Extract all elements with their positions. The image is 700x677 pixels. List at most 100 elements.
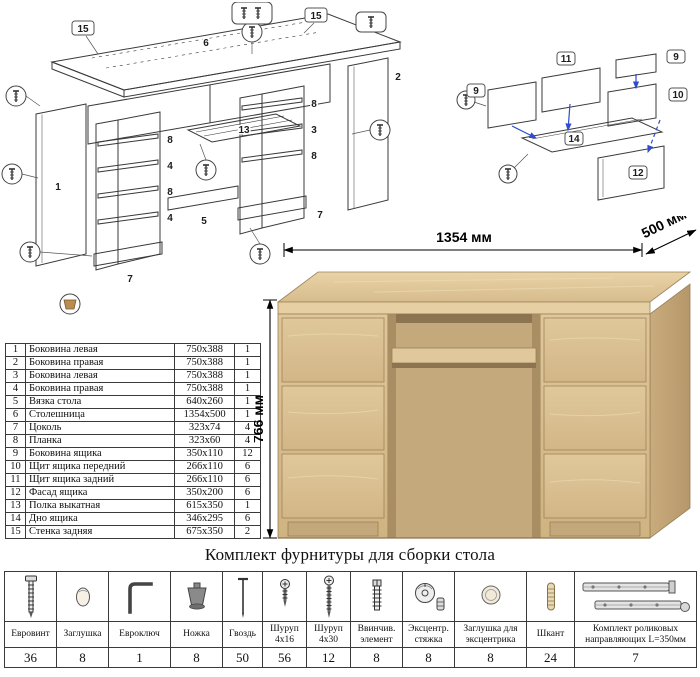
part-size: 350x200 bbox=[174, 486, 236, 500]
hardware-names-row: Евровинт Заглушка Евроключ Ножка Гвоздь … bbox=[4, 621, 697, 648]
dimension-depth: 500 мм bbox=[639, 216, 697, 255]
dimension-height: 766 мм bbox=[254, 299, 277, 539]
hardware-name: Заглушка для эксцентрика bbox=[454, 621, 527, 648]
part-label: 2 bbox=[395, 72, 401, 83]
part-label: 6 bbox=[203, 38, 209, 49]
hardware-name: Гвоздь bbox=[222, 621, 263, 648]
hardware-qty: 8 bbox=[454, 647, 527, 668]
part-number: 2 bbox=[5, 356, 26, 370]
part-number: 7 bbox=[5, 421, 26, 435]
part-number: 8 bbox=[5, 434, 26, 448]
hardware-qty: 56 bbox=[262, 647, 307, 668]
drawer-front bbox=[281, 453, 385, 519]
dimension-width: 1354 мм bbox=[283, 229, 643, 257]
hardware-qty: 50 bbox=[222, 647, 263, 668]
part-name: Щит ящика задний bbox=[24, 473, 176, 487]
part-label: 11 bbox=[561, 54, 572, 65]
left-plinth bbox=[287, 521, 379, 537]
part-label: 10 bbox=[672, 90, 684, 101]
part-size: 675x350 bbox=[174, 525, 236, 539]
part-label: 8 bbox=[167, 135, 173, 146]
part-name: Фасад ящика bbox=[24, 486, 176, 500]
part-label: 9 bbox=[473, 86, 479, 97]
drawer-callouts bbox=[456, 90, 529, 184]
hardware-icons-row bbox=[4, 571, 697, 622]
part-label: 13 bbox=[238, 125, 250, 136]
hardware-kit-table: Евровинт Заглушка Евроключ Ножка Гвоздь … bbox=[4, 571, 697, 668]
part-size: 323x74 bbox=[174, 421, 236, 435]
part-label: 15 bbox=[77, 24, 89, 35]
hardware-name: Евровинт bbox=[4, 621, 57, 648]
part-name: Полка выкатная bbox=[24, 499, 176, 513]
part-size: 350x110 bbox=[174, 447, 236, 461]
part-label: 8 bbox=[167, 187, 173, 198]
part-name: Боковина левая bbox=[24, 369, 176, 383]
hardware-section-title: Комплект фурнитуры для сборки стола bbox=[204, 545, 496, 564]
euro-screw-icon bbox=[24, 575, 37, 618]
part-name: Боковина левая bbox=[24, 343, 176, 357]
part-label: 1 bbox=[55, 182, 61, 193]
part-label: 8 bbox=[311, 99, 317, 110]
part-name: Боковина правая bbox=[24, 356, 176, 370]
part-size: 750x388 bbox=[174, 356, 236, 370]
hardware-qty: 8 bbox=[56, 647, 109, 668]
part-number: 12 bbox=[5, 486, 26, 500]
keyboard-tray bbox=[391, 347, 537, 364]
hardware-qty: 12 bbox=[306, 647, 351, 668]
part-name: Вязка стола bbox=[24, 395, 176, 409]
part-size: 323x60 bbox=[174, 434, 236, 448]
desk-right-side bbox=[649, 283, 691, 539]
part-number: 10 bbox=[5, 460, 26, 474]
screw-4x30-icon bbox=[323, 575, 334, 618]
nail-icon bbox=[237, 577, 248, 618]
part-qty: 2 bbox=[234, 525, 261, 539]
hardware-name: Шуруп 4x30 bbox=[306, 621, 351, 648]
part-size: 615x350 bbox=[174, 499, 236, 513]
drawer-front bbox=[281, 385, 385, 451]
hardware-qty: 1 bbox=[108, 647, 171, 668]
drawer-parts-outlines bbox=[487, 53, 665, 201]
part-number: 9 bbox=[5, 447, 26, 461]
part-label: 3 bbox=[311, 125, 317, 136]
part-name: Цоколь bbox=[24, 421, 176, 435]
dowel-icon bbox=[546, 582, 555, 610]
hardware-qty: 8 bbox=[350, 647, 403, 668]
part-label: 4 bbox=[167, 161, 173, 172]
dimension-height-label: 766 мм bbox=[254, 395, 266, 443]
drawer-assembly-diagram: 11 9 9 10 14 12 bbox=[456, 49, 688, 201]
part-number: 4 bbox=[5, 382, 26, 396]
part-number-labels: 15 6 15 1 2 8 4 8 4 7 13 8 3 8 7 5 bbox=[54, 7, 403, 287]
desk-body bbox=[276, 271, 692, 539]
part-number: 15 bbox=[5, 525, 26, 539]
screw-callout-box bbox=[231, 2, 273, 25]
cam-cap-icon bbox=[481, 585, 500, 604]
hardware-name: Ножка bbox=[170, 621, 223, 648]
part-number: 3 bbox=[5, 369, 26, 383]
hex-key-icon bbox=[127, 581, 153, 614]
part-size: 640x260 bbox=[174, 395, 236, 409]
drawer-part-labels: 11 9 9 10 14 12 bbox=[466, 49, 688, 181]
part-size: 750x388 bbox=[174, 382, 236, 396]
part-label: 9 bbox=[673, 52, 679, 63]
part-label: 5 bbox=[201, 216, 207, 227]
part-name: Дно ящика bbox=[24, 512, 176, 526]
part-label: 7 bbox=[317, 210, 323, 221]
hardware-qty: 8 bbox=[170, 647, 223, 668]
part-name: Планка bbox=[24, 434, 176, 448]
part-label: 8 bbox=[311, 151, 317, 162]
part-number: 6 bbox=[5, 408, 26, 422]
hardware-qty-row: 36 8 1 8 50 56 12 8 8 8 24 7 bbox=[4, 647, 697, 668]
hardware-callouts bbox=[1, 2, 391, 315]
drawer-front bbox=[543, 385, 647, 451]
hardware-name: Комплект роликовых направляющих L=350мм bbox=[574, 621, 697, 648]
